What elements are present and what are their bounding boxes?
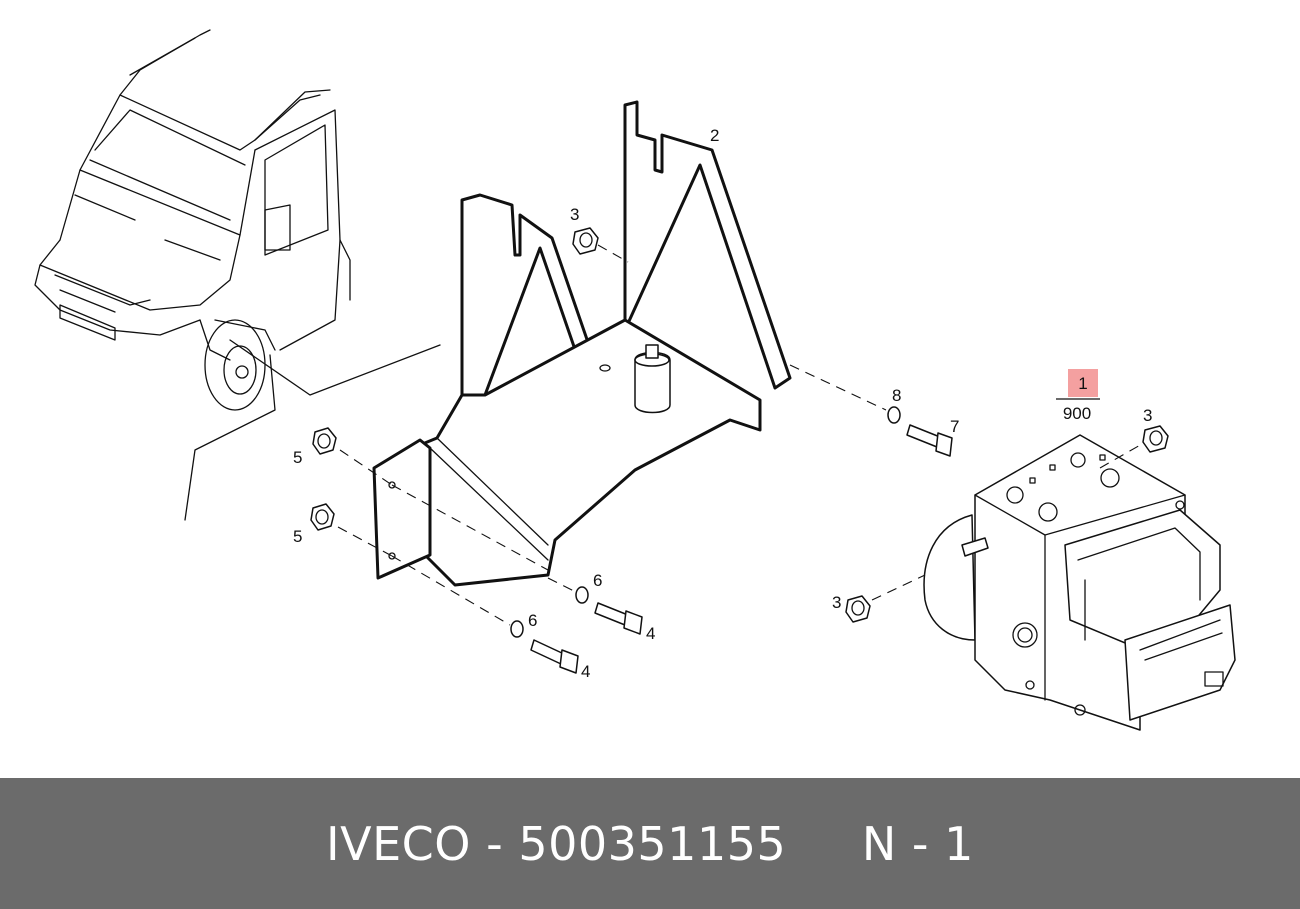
footer-part-number: 500351155 bbox=[518, 816, 787, 871]
callout-3-bottom: 3 bbox=[832, 593, 841, 612]
nut-5-lower-icon bbox=[310, 503, 335, 531]
callout-3-top: 3 bbox=[570, 205, 579, 224]
parts-diagram: 1 900 2 3 3 3 4 4 5 5 6 6 7 8 bbox=[34, 29, 1236, 731]
callout-1-number: 1 bbox=[1078, 374, 1087, 393]
footer-page-number: 1 bbox=[944, 816, 974, 871]
washer-6-upper-icon bbox=[575, 586, 589, 604]
callout-5-lower: 5 bbox=[293, 527, 302, 546]
abs-modulator-part-1 bbox=[923, 434, 1236, 731]
footer-page-label: N bbox=[861, 816, 897, 871]
washer-6-lower-icon bbox=[510, 620, 524, 638]
footer-separator-2: - bbox=[911, 816, 930, 871]
bolt-4-upper-icon bbox=[594, 602, 643, 635]
footer-text: IVECO - 500351155 N - 1 bbox=[326, 817, 974, 871]
callout-6-lower: 6 bbox=[528, 611, 537, 630]
callout-labels: 1 900 2 3 3 3 4 4 5 5 6 6 7 8 bbox=[293, 126, 1152, 681]
callout-4-lower: 4 bbox=[581, 662, 590, 681]
assembly-lines bbox=[337, 244, 1143, 626]
fasteners bbox=[310, 227, 1169, 674]
washer-8-icon bbox=[887, 406, 901, 424]
callout-1-sub: 900 bbox=[1063, 404, 1091, 423]
nut-3-bottom-icon bbox=[845, 595, 871, 623]
footer-separator-1: - bbox=[486, 816, 504, 871]
nut-5-upper-icon bbox=[312, 427, 337, 455]
callout-5-upper: 5 bbox=[293, 448, 302, 467]
bracket-part-2 bbox=[372, 100, 792, 587]
callout-1-highlight bbox=[1068, 369, 1098, 397]
callout-8: 8 bbox=[892, 386, 901, 405]
footer-bar: IVECO - 500351155 N - 1 bbox=[0, 778, 1300, 909]
nut-3-right-icon bbox=[1142, 425, 1169, 453]
vehicle-illustration bbox=[34, 29, 441, 521]
callout-4-upper: 4 bbox=[646, 624, 655, 643]
callout-6-upper: 6 bbox=[593, 571, 602, 590]
footer-brand: IVECO bbox=[326, 816, 471, 871]
callout-7: 7 bbox=[950, 417, 959, 436]
callout-3-right: 3 bbox=[1143, 406, 1152, 425]
nut-3-top-icon bbox=[572, 227, 599, 255]
bolt-7-icon bbox=[906, 424, 953, 457]
bolt-4-lower-icon bbox=[530, 639, 579, 674]
callout-2: 2 bbox=[710, 126, 719, 145]
